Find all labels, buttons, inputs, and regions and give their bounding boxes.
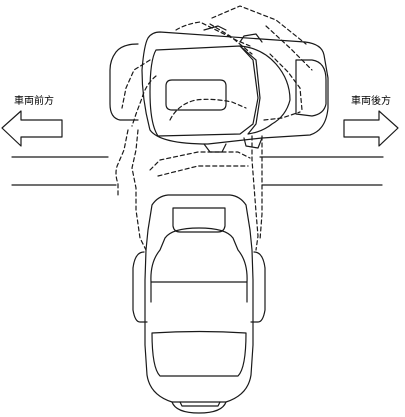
road-lines — [11, 156, 384, 186]
front-label: 車両前方 — [14, 96, 54, 107]
rotated-vehicle — [109, 25, 329, 153]
trajectory-dashed — [115, 5, 313, 251]
right-mirror — [250, 251, 266, 323]
rotated-body — [141, 31, 329, 145]
vehicle-rear-window — [151, 330, 247, 377]
main-vehicle — [132, 194, 266, 414]
vehicle-roof — [150, 227, 248, 283]
vehicle-sunroof — [172, 207, 226, 233]
arrow-left-icon — [1, 110, 63, 147]
arrow-right-icon — [343, 110, 399, 147]
vehicle-body — [144, 194, 254, 403]
rear-label: 車両後方 — [351, 96, 391, 107]
left-mirror — [132, 251, 148, 323]
